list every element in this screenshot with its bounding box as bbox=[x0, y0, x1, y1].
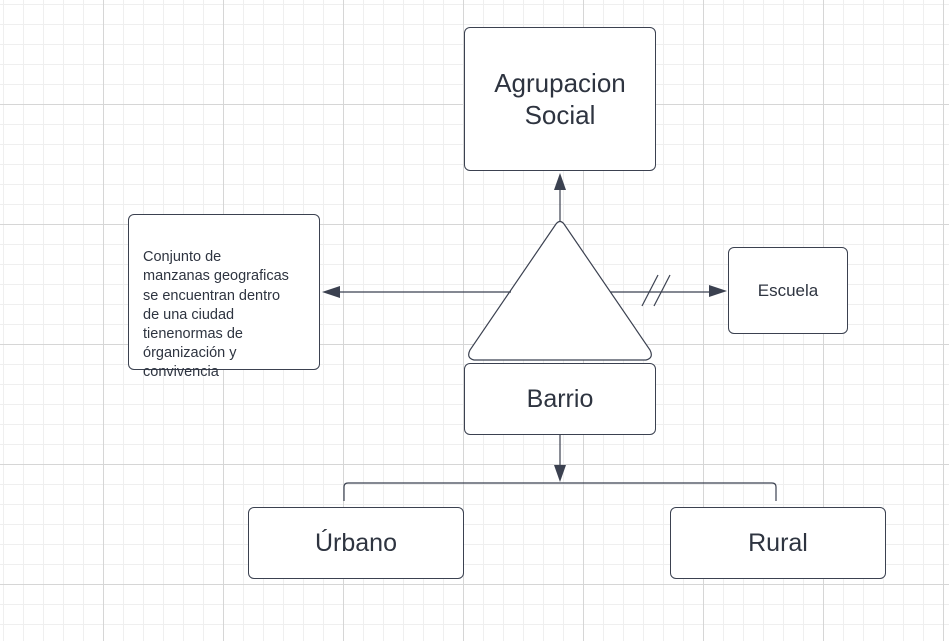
urbano-label: Úrbano bbox=[315, 528, 397, 557]
arrowhead-up bbox=[554, 173, 566, 190]
arrowhead-left bbox=[322, 286, 340, 298]
connector-slash-1 bbox=[641, 274, 659, 307]
agrupacion-social-node[interactable]: Agrupacion Social bbox=[464, 27, 656, 171]
conjunto-description-node[interactable]: Conjunto de manzanas geograficas se encu… bbox=[128, 214, 320, 380]
arrowhead-down bbox=[554, 465, 566, 482]
escuela-label: Escuela bbox=[757, 280, 819, 300]
rural-node[interactable]: Rural bbox=[670, 507, 886, 579]
barrio-label: Barrio bbox=[526, 384, 594, 413]
conjunto-description-label: Conjunto de manzanas geograficas se encu… bbox=[143, 249, 289, 381]
urbano-node[interactable]: Úrbano bbox=[248, 507, 464, 579]
triangle-shape[interactable] bbox=[468, 220, 652, 361]
barrio-node[interactable]: Barrio bbox=[464, 363, 656, 435]
agrupacion-social-label: Agrupacion Social bbox=[494, 68, 626, 130]
connector-slash-2 bbox=[653, 274, 671, 307]
arrowhead-right bbox=[709, 285, 727, 297]
connector-bracket bbox=[343, 482, 777, 501]
rural-label: Rural bbox=[748, 528, 808, 557]
escuela-node[interactable]: Escuela bbox=[728, 247, 848, 334]
